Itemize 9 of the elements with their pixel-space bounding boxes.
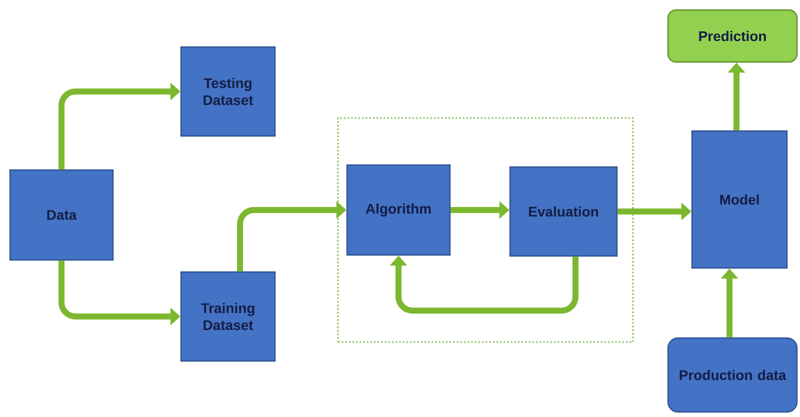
process-box: Testing Dataset [180, 46, 276, 137]
process-box: Training Dataset [180, 271, 276, 362]
process-box: Data [9, 169, 114, 261]
process-box: Model [691, 130, 788, 269]
process-box: Algorithm [346, 164, 451, 256]
process-box: Evaluation [509, 166, 618, 257]
output-box: Prediction [667, 9, 798, 63]
dotted-group-box [337, 117, 634, 343]
input-box: Production data [667, 337, 798, 413]
